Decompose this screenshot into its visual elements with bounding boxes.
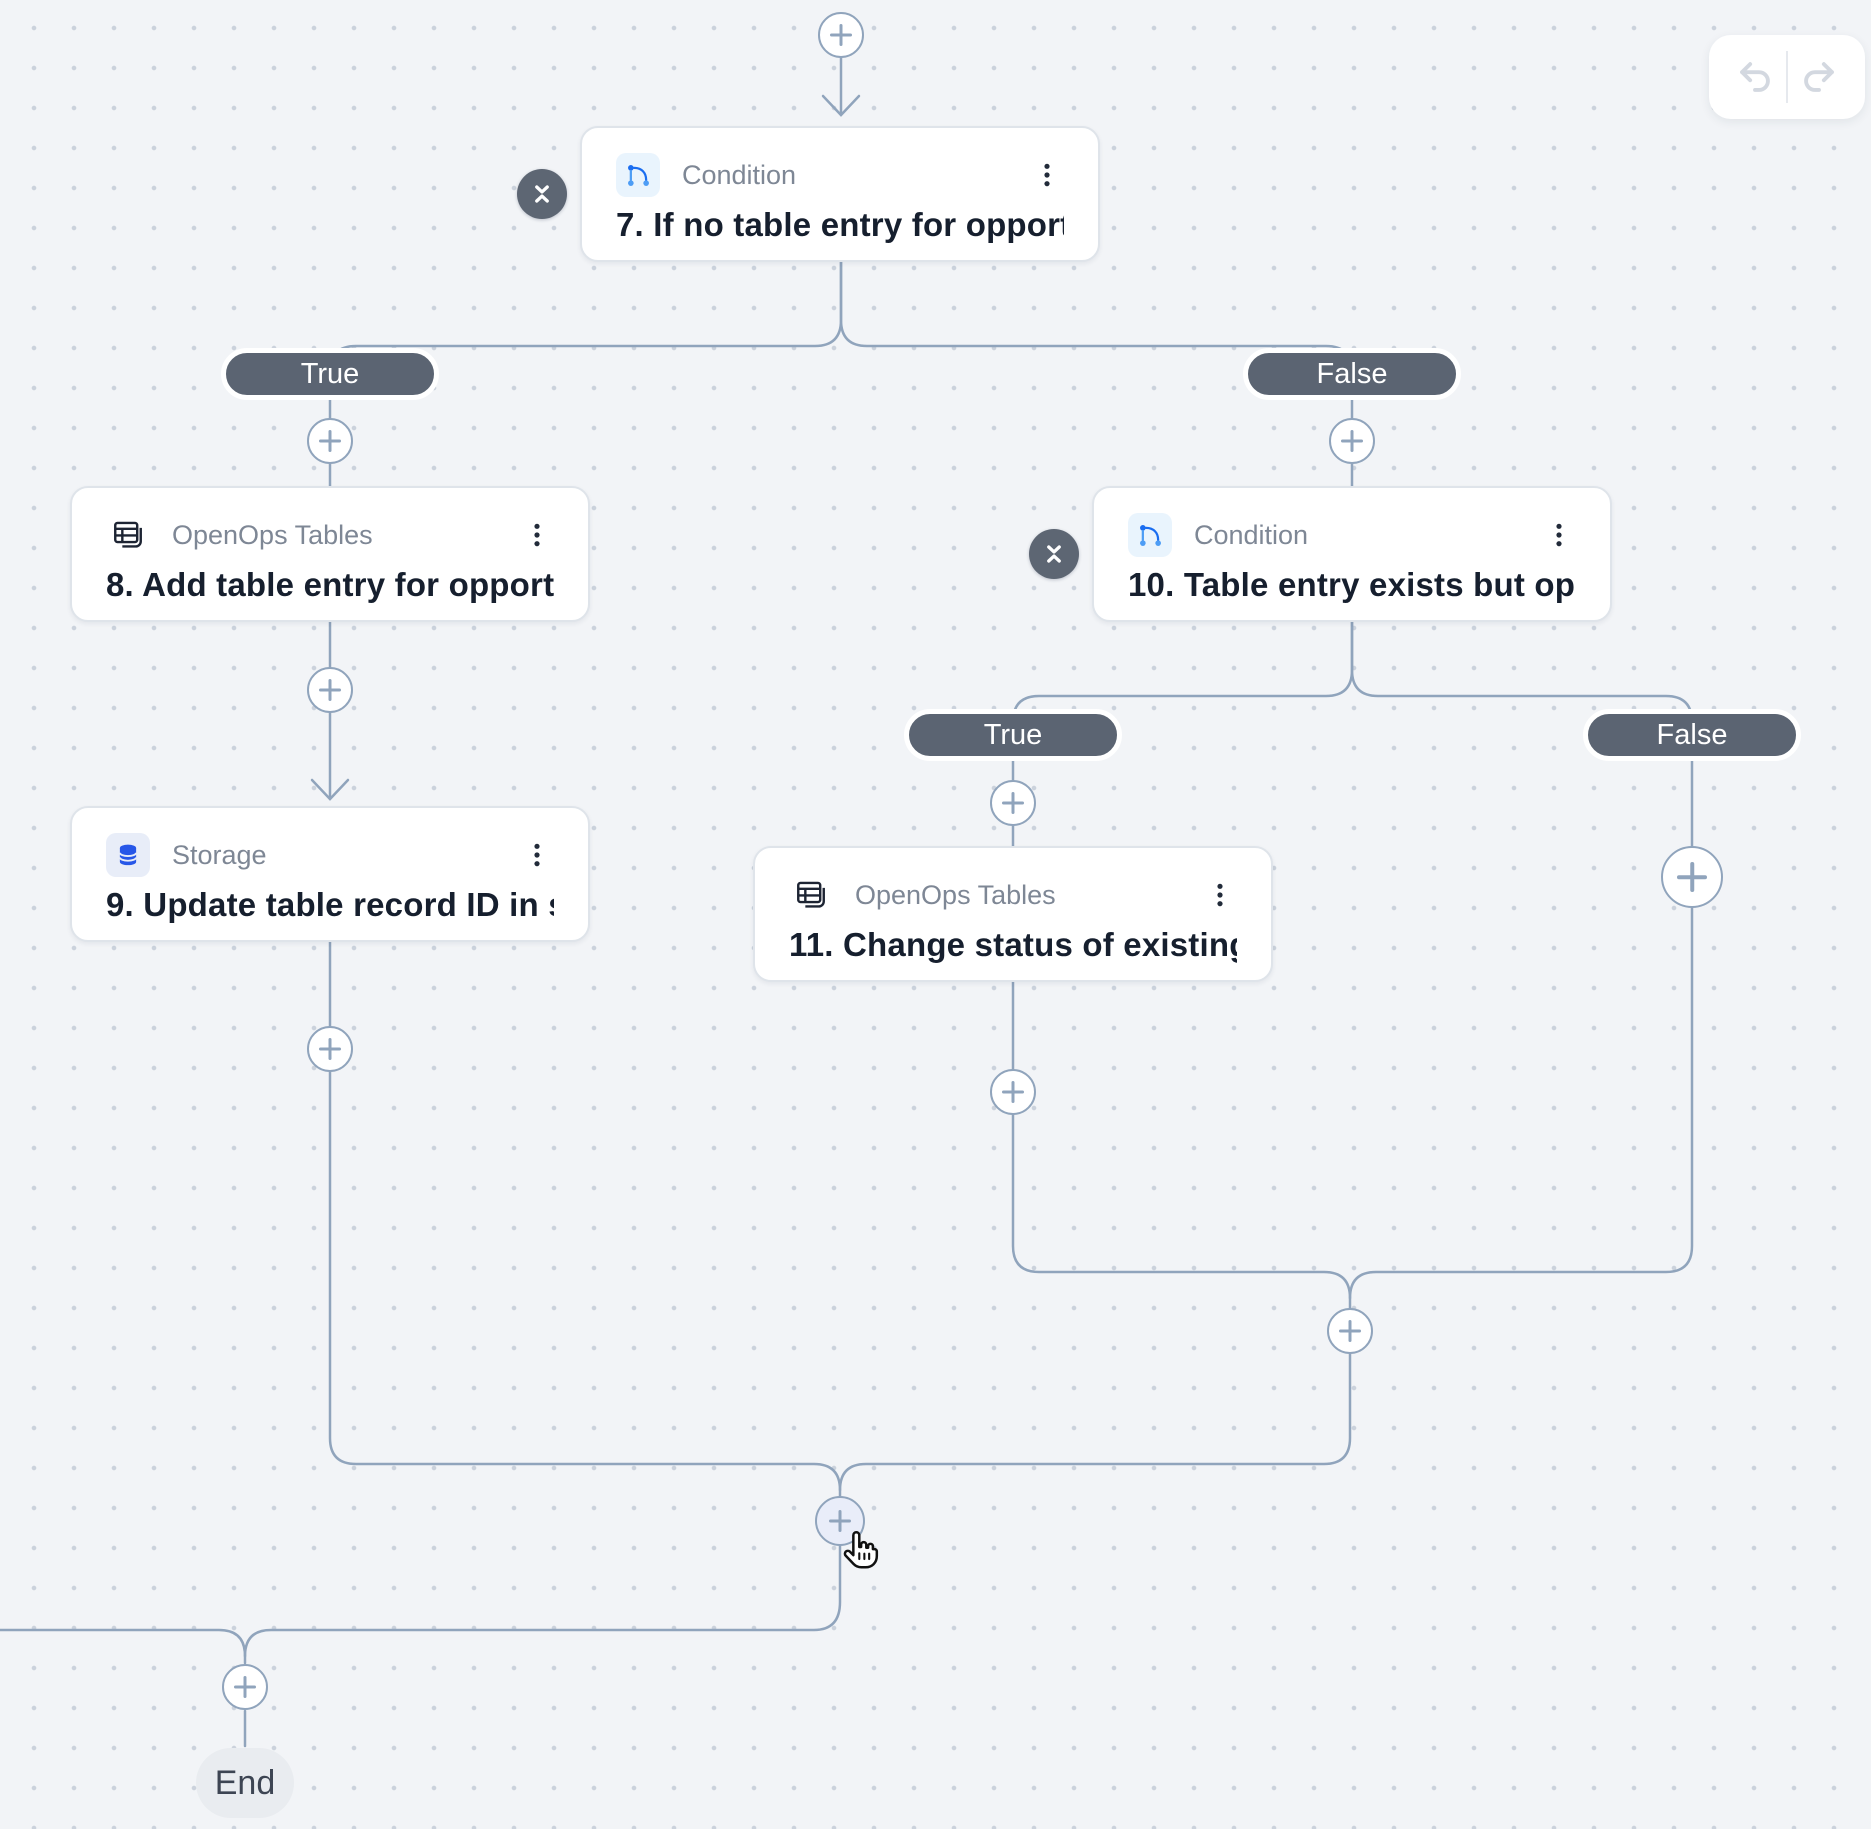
app-label: Condition xyxy=(1194,519,1309,550)
undo-button[interactable] xyxy=(1724,42,1786,112)
add-step-button-top[interactable] xyxy=(818,12,864,58)
branch-label-true-1: True xyxy=(221,348,439,400)
mouse-cursor xyxy=(836,1528,882,1579)
toolbar-divider xyxy=(1786,51,1788,103)
add-step-button-false1[interactable] xyxy=(1329,418,1375,464)
collapse-branch-button[interactable] xyxy=(1029,529,1079,579)
app-label: OpenOps Tables xyxy=(855,879,1056,910)
tables-icon xyxy=(789,873,833,917)
edge-true2-merge xyxy=(1011,1112,1352,1310)
node-menu-button[interactable] xyxy=(520,835,554,875)
kebab-icon xyxy=(534,523,540,547)
add-step-button-after-node11[interactable] xyxy=(990,1069,1036,1115)
step-title: 7. If no table entry for opportu… xyxy=(616,206,1064,243)
end-label: End xyxy=(214,1763,276,1802)
step-title: 11. Change status of existing o… xyxy=(789,926,1237,963)
kebab-icon xyxy=(1556,523,1562,547)
edge-center-to-end xyxy=(243,1543,842,1665)
end-marker: End xyxy=(196,1748,294,1818)
step-node-9-storage[interactable]: Storage 9. Update table record ID in st… xyxy=(70,806,590,942)
add-step-button-before-end[interactable] xyxy=(222,1664,268,1710)
app-label: Storage xyxy=(172,839,267,870)
add-step-button-after-node9[interactable] xyxy=(307,1026,353,1072)
collapse-branch-button[interactable] xyxy=(517,169,567,219)
collapse-icon xyxy=(1047,545,1061,563)
node-menu-button[interactable] xyxy=(1542,515,1576,555)
step-title: 9. Update table record ID in st… xyxy=(106,886,554,923)
branch-label-text: False xyxy=(1656,718,1728,751)
add-step-button-false2-empty[interactable] xyxy=(1661,846,1723,908)
step-node-10-condition[interactable]: Condition 10. Table entry exists but opp… xyxy=(1092,486,1612,622)
add-step-button-true1[interactable] xyxy=(307,418,353,464)
redo-icon xyxy=(1804,62,1834,92)
branch-label-false-2: False xyxy=(1583,709,1801,761)
edge-left-branch-merge xyxy=(328,1069,842,1499)
step-node-8-openops-tables[interactable]: OpenOps Tables 8. Add table entry for op… xyxy=(70,486,590,622)
node-menu-button[interactable] xyxy=(1030,155,1064,195)
tables-icon xyxy=(106,513,150,557)
branch-label-text: False xyxy=(1316,357,1388,390)
kebab-icon xyxy=(1217,883,1223,907)
add-step-button-after-node8[interactable] xyxy=(307,667,353,713)
kebab-icon xyxy=(1044,163,1050,187)
branch-label-false-1: False xyxy=(1243,348,1461,400)
branch-icon xyxy=(616,153,660,197)
branch-label-true-2: True xyxy=(904,709,1122,761)
app-label: Condition xyxy=(682,159,797,190)
step-title: 10. Table entry exists but oppor… xyxy=(1128,566,1576,603)
undo-icon xyxy=(1740,62,1770,92)
edge-right-branch-merge xyxy=(838,1352,1352,1492)
node-menu-button[interactable] xyxy=(1203,875,1237,915)
history-toolbar xyxy=(1709,35,1865,119)
step-title: 8. Add table entry for opportu… xyxy=(106,566,554,603)
add-step-button-true2[interactable] xyxy=(990,780,1036,826)
branch-icon xyxy=(1128,513,1172,557)
storage-icon xyxy=(106,833,150,877)
step-node-7-condition[interactable]: Condition 7. If no table entry for oppor… xyxy=(580,126,1100,262)
add-step-button-branch2-merge[interactable] xyxy=(1327,1308,1373,1354)
collapse-icon xyxy=(535,185,549,203)
edge-false2-merge xyxy=(1348,905,1694,1300)
branch-label-text: True xyxy=(983,718,1043,751)
app-label: OpenOps Tables xyxy=(172,519,373,550)
arrowhead-node7 xyxy=(821,94,861,117)
arrowhead-node9 xyxy=(310,778,350,801)
node-menu-button[interactable] xyxy=(520,515,554,555)
branch-label-text: True xyxy=(300,357,360,390)
kebab-icon xyxy=(534,843,540,867)
edge-offscreen-to-end xyxy=(0,1628,247,1658)
redo-button[interactable] xyxy=(1788,42,1850,112)
step-node-11-openops-tables[interactable]: OpenOps Tables 11. Change status of exis… xyxy=(753,846,1273,982)
